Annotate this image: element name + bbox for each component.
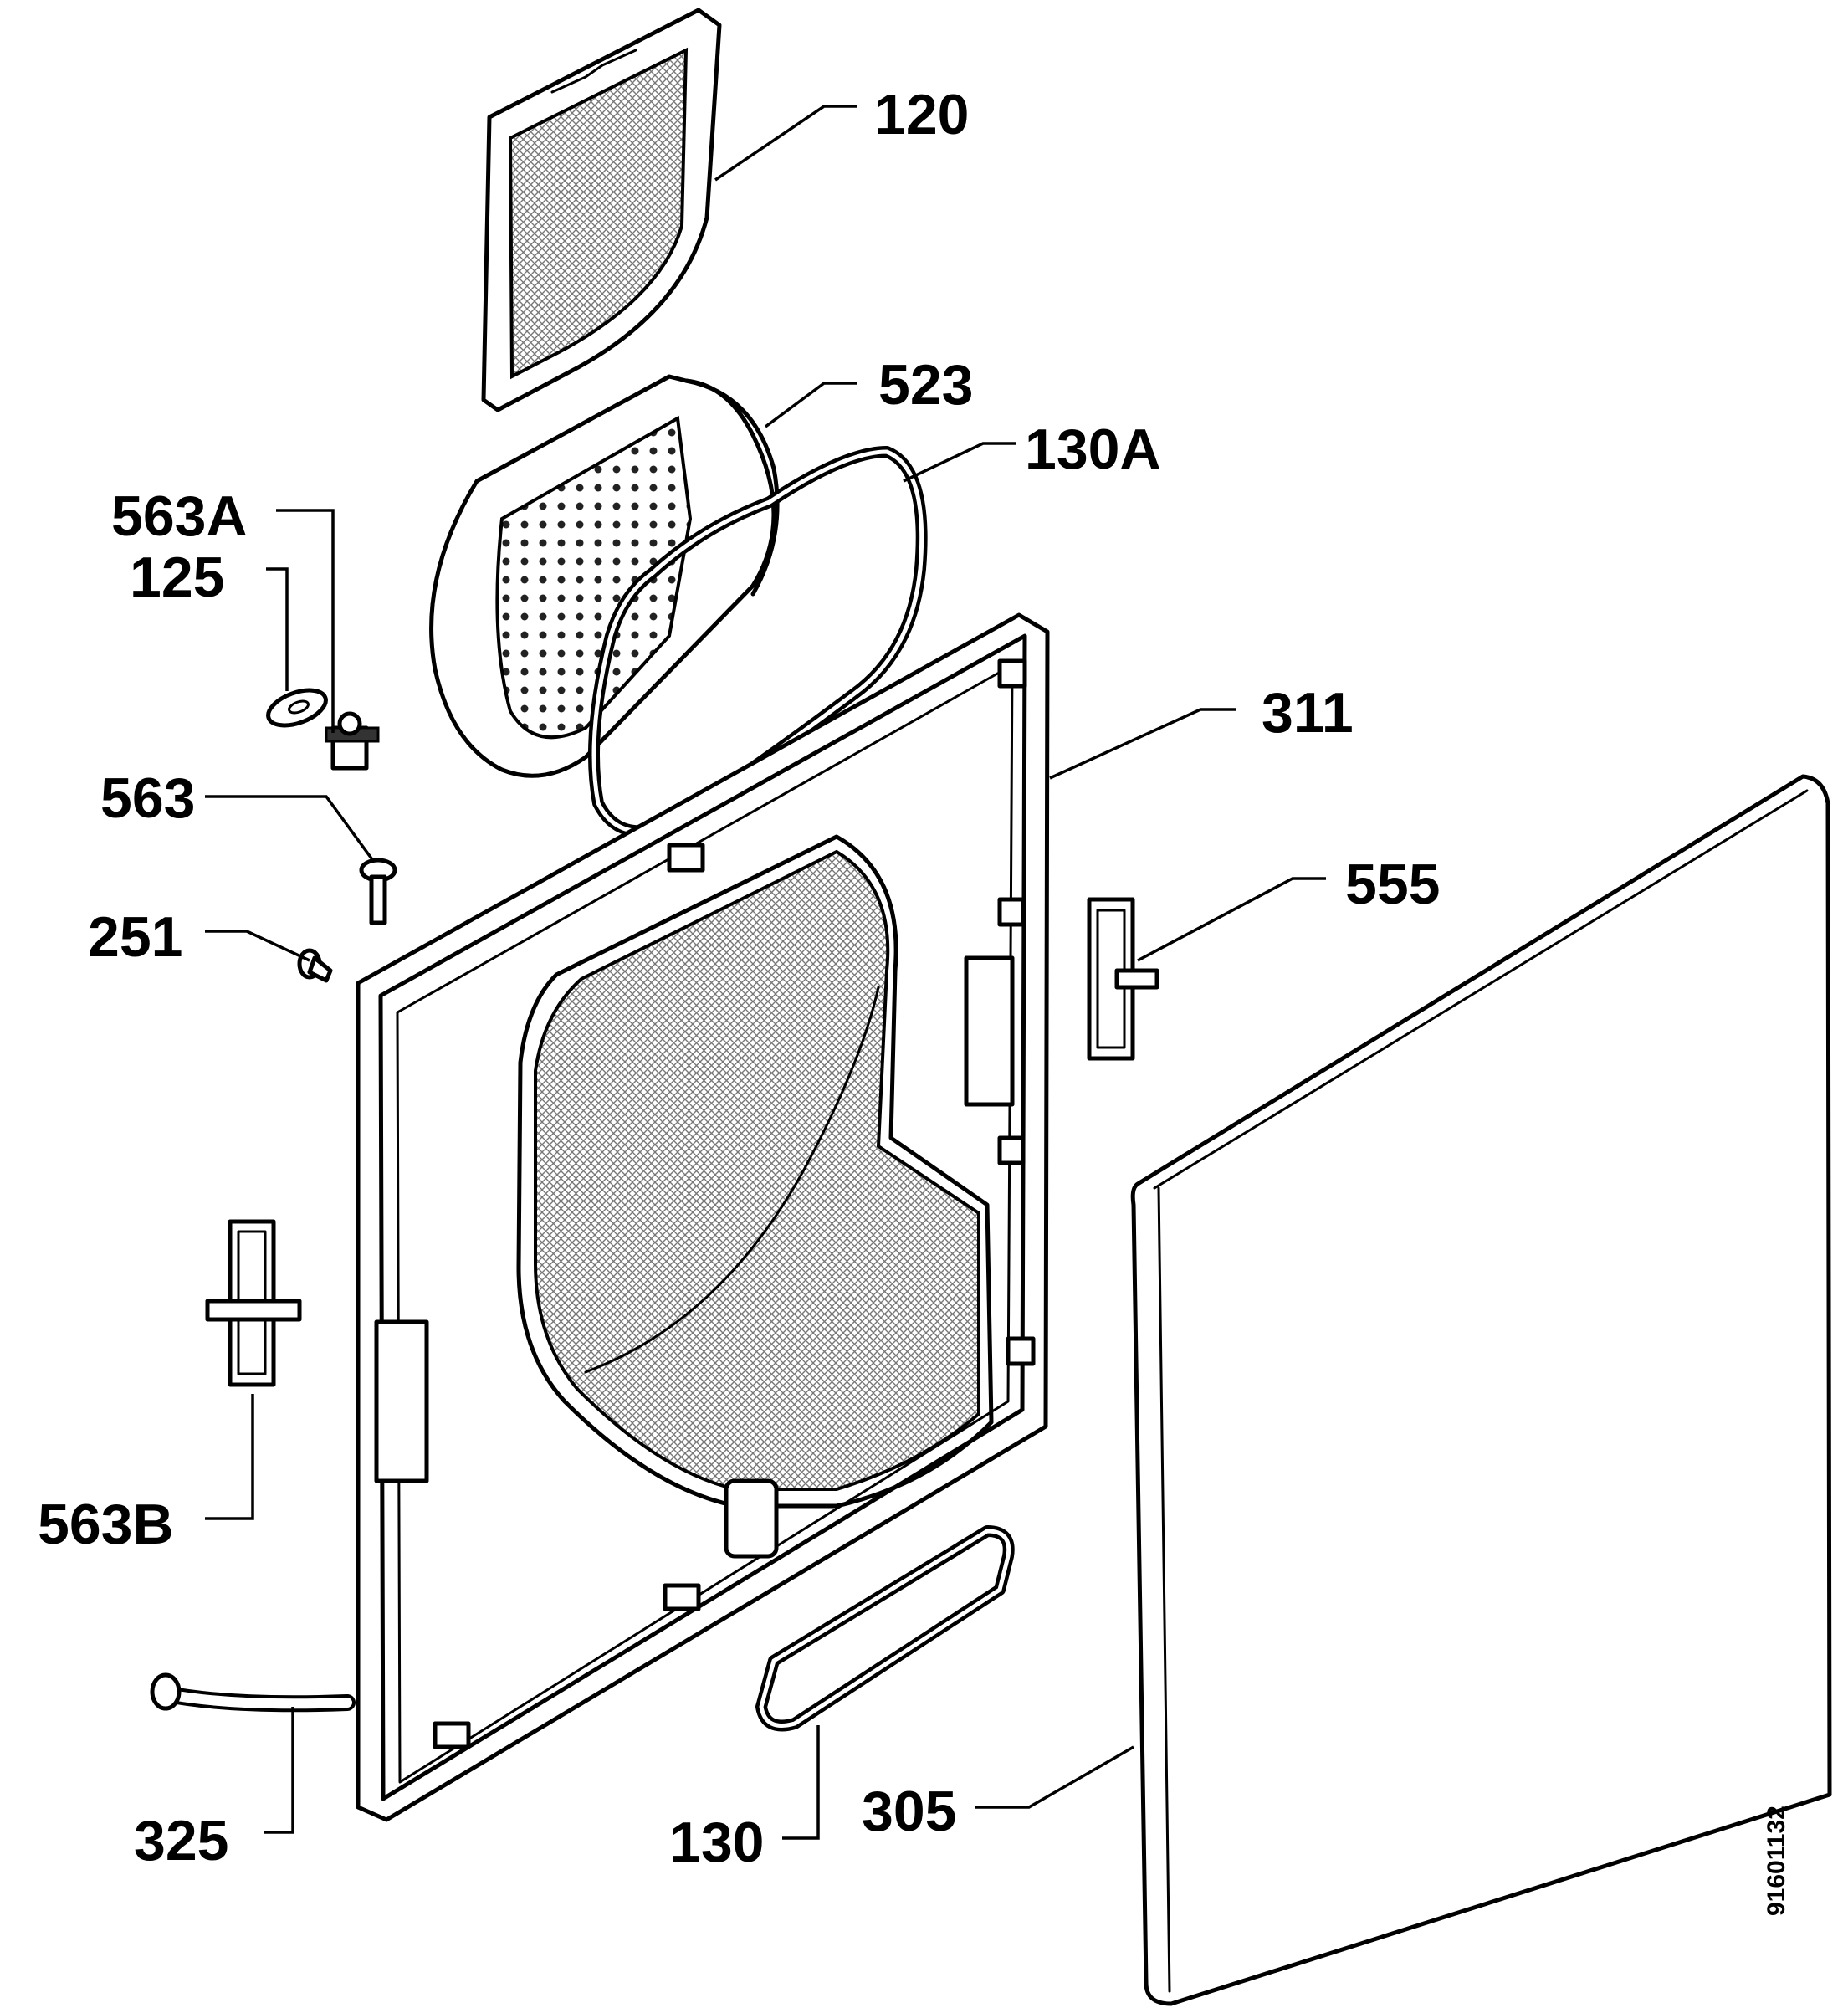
part-563A-hinge-pin: [325, 711, 380, 771]
label-311: 311: [1262, 681, 1354, 745]
part-563-screw: [359, 858, 397, 925]
drawing-number: 91601132: [1763, 1806, 1790, 1916]
part-130A-seal-ring: [588, 446, 928, 838]
part-251-screw: [297, 948, 333, 983]
label-130A: 130A: [1025, 417, 1161, 481]
label-251: 251: [88, 905, 182, 969]
part-130-gasket: [755, 1525, 1015, 1732]
label-563B: 563B: [38, 1493, 174, 1556]
label-130: 130: [669, 1811, 764, 1874]
part-555-latch: [1087, 897, 1159, 1061]
label-325: 325: [134, 1809, 228, 1872]
part-305-outer-door-panel: [1130, 774, 1832, 2006]
leader-lines: [205, 105, 1326, 1840]
part-563B-latch: [205, 1219, 302, 1387]
part-125-washer: [266, 688, 328, 728]
part-120-filter: [481, 8, 722, 412]
part-311-inner-door-frame: [356, 612, 1050, 1822]
part-523-filter-housing: [429, 374, 780, 778]
callout-labels: 120 523 130A 563A 125 311 563 555 251 56…: [38, 83, 1790, 1916]
label-125: 125: [130, 546, 224, 609]
label-523: 523: [878, 353, 973, 417]
label-120: 120: [874, 83, 969, 146]
label-305: 305: [862, 1780, 956, 1843]
part-325-cable: [150, 1672, 356, 1713]
label-563: 563: [100, 766, 195, 830]
label-555: 555: [1345, 853, 1440, 916]
label-563A: 563A: [111, 484, 248, 548]
